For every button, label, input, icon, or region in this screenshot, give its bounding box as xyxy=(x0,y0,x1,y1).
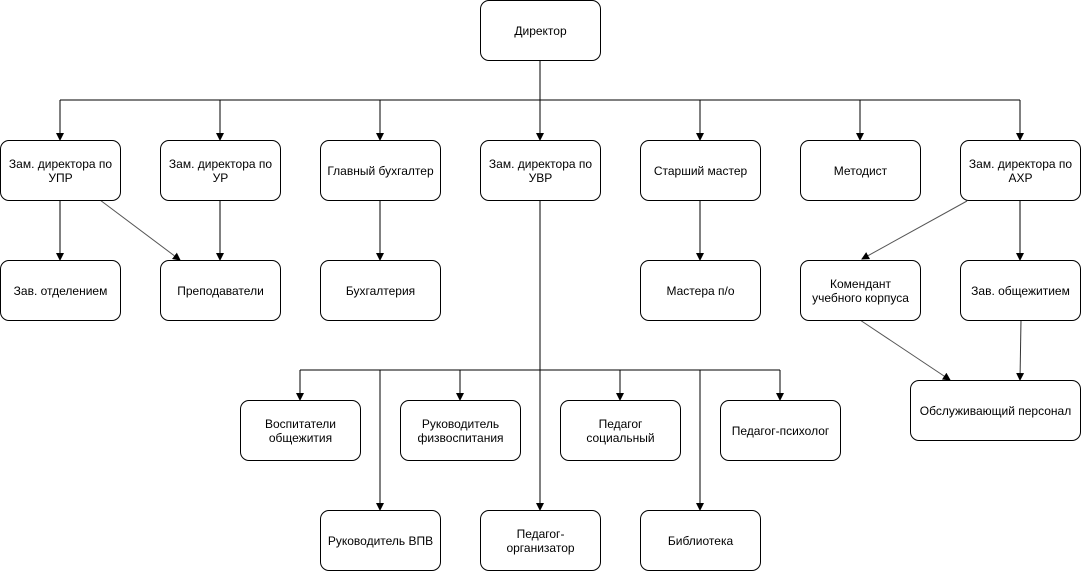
node-head-dormitory: Зав. общежитием xyxy=(960,260,1081,321)
node-commandant: Комендант учебного корпуса xyxy=(800,260,921,321)
node-zam-upr: Зам. директора по УПР xyxy=(0,140,121,201)
edge-ahr-to-commandant xyxy=(861,200,968,260)
node-accounting: Бухгалтерия xyxy=(320,260,441,321)
node-methodist: Методист xyxy=(800,140,921,201)
node-masters-po: Мастера п/о xyxy=(640,260,761,321)
node-pe-head: Руководитель физвоспитания xyxy=(400,400,521,461)
edge-upr-to-teachers xyxy=(99,199,181,261)
node-psychologist: Педагог-психолог xyxy=(720,400,841,461)
node-director: Директор xyxy=(480,0,601,61)
node-organizer: Педагог-организатор xyxy=(480,510,601,571)
node-zam-ur: Зам. директора по УР xyxy=(160,140,281,201)
node-social-teacher: Педагог социальный xyxy=(560,400,681,461)
node-zam-ahr: Зам. директора по АХР xyxy=(960,140,1081,201)
node-vpv-head: Руководитель ВПВ xyxy=(320,510,441,571)
node-library: Библиотека xyxy=(640,510,761,571)
node-chief-accountant: Главный бухгалтер xyxy=(320,140,441,201)
edge-commandant-to-service xyxy=(859,319,951,381)
node-zam-uvr: Зам. директора по УВР xyxy=(480,140,601,201)
edge-dormitory-to-service xyxy=(1016,319,1025,381)
node-senior-master: Старший мастер xyxy=(640,140,761,201)
node-teachers: Преподаватели xyxy=(160,260,281,321)
node-service-staff: Обслуживающий персонал xyxy=(910,380,1081,441)
node-dorm-educators: Воспитатели общежития xyxy=(240,400,361,461)
node-head-department: Зав. отделением xyxy=(0,260,121,321)
